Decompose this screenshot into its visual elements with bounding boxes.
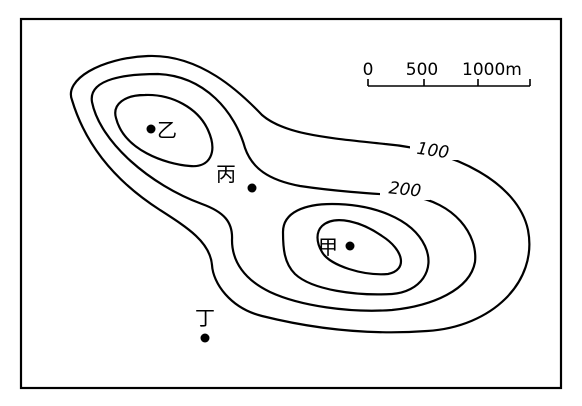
- contour-200: [90, 72, 477, 312]
- point-yi: 乙: [146, 118, 177, 142]
- scale-tick-500: 500: [406, 60, 438, 80]
- contour-100: [69, 54, 531, 334]
- svg-text:100: 100: [415, 139, 450, 163]
- point-bing-label: 丙: [216, 162, 236, 186]
- point-bing-dot: [247, 183, 257, 193]
- point-jia-label: 甲: [318, 235, 338, 259]
- contour-inner-yi: [114, 93, 214, 168]
- contour-label-100: 100: [410, 136, 458, 163]
- point-yi-label: 乙: [157, 118, 177, 142]
- point-ding-dot: [200, 333, 210, 343]
- point-bing: 丙: [216, 162, 257, 193]
- point-ding: 丁: [195, 306, 215, 343]
- contour-inner-jia: [316, 219, 403, 276]
- point-jia: 甲: [318, 235, 355, 259]
- point-jia-dot: [345, 241, 355, 251]
- svg-text:200: 200: [388, 178, 422, 201]
- point-yi-dot: [146, 124, 156, 134]
- scale-bar: 0 500 1000m: [363, 60, 531, 87]
- scale-tick-0: 0: [363, 60, 374, 80]
- contour-label-200: 200: [380, 176, 430, 202]
- scale-tick-1000: 1000m: [462, 60, 522, 80]
- contour-middle-jia: [281, 202, 430, 296]
- point-ding-label: 丁: [195, 306, 215, 330]
